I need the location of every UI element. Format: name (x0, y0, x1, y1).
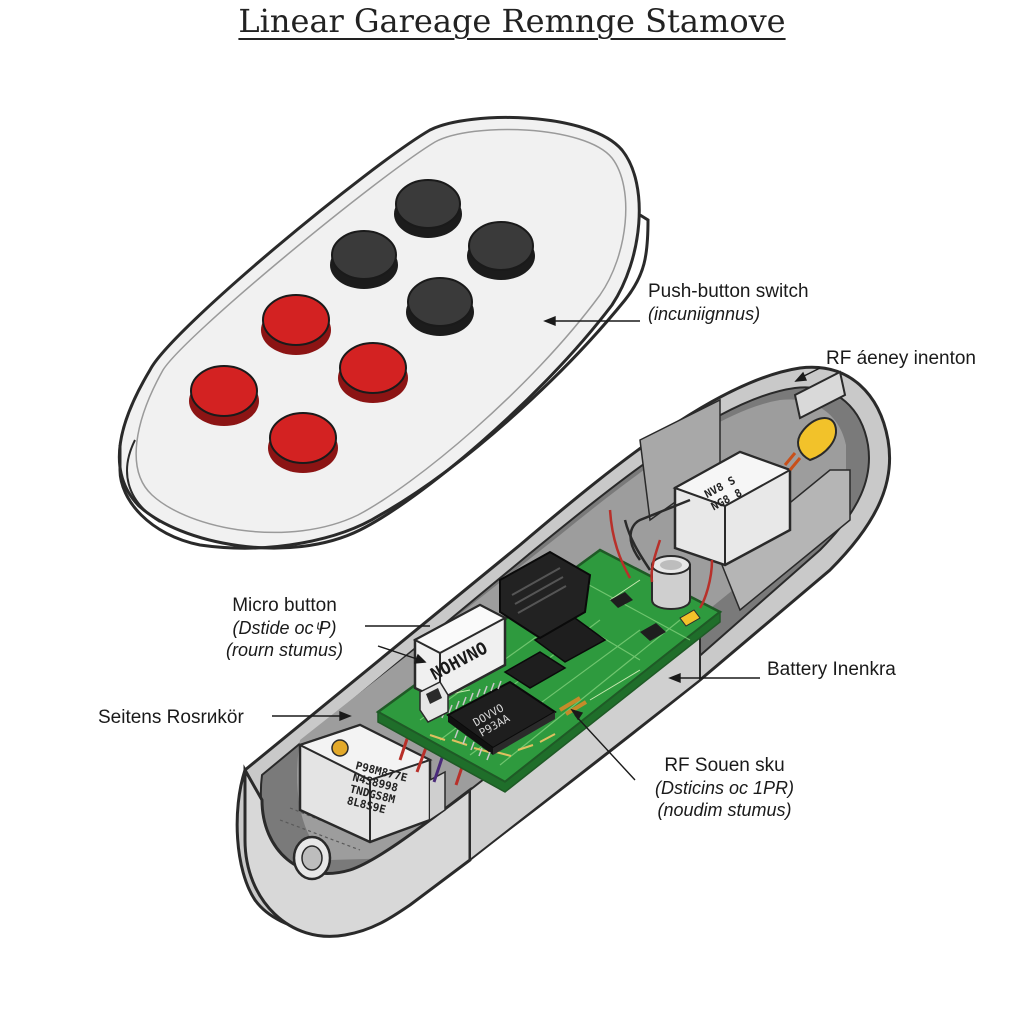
red-button (189, 365, 259, 426)
dark-button (330, 230, 398, 289)
rf-module: NV8 SNG8 8 (608, 450, 793, 609)
red-button (261, 294, 331, 355)
relay-component: NOHVNO (412, 603, 508, 702)
label-push-button-switch: Push-button switch (incuniignnus) (648, 281, 809, 324)
label-seitens: Seitens Rosrиkör (98, 707, 244, 728)
red-button (338, 342, 408, 403)
label-rf-sounder: RF Souen sku (Dsticins oc 1PR) (noudim s… (655, 755, 795, 820)
label-rf-antenna: RF áeney inenton (826, 348, 976, 369)
antenna-icon (783, 370, 847, 471)
remote-top-shell-icon (117, 115, 650, 550)
dark-button (467, 221, 535, 280)
diagram-title: Linear Gareage Remnge Stamove (238, 2, 786, 40)
leader-lines (272, 315, 821, 781)
battery-icon: P98M877EN4S8998TNDGS8M8L8S9E (297, 723, 446, 844)
label-battery: Battery Inenkra (767, 659, 896, 680)
capacitor (651, 555, 691, 610)
circuit-board-icon: DOVVOP93AA NOHVNO (375, 548, 723, 793)
red-button (268, 412, 338, 473)
dark-button (394, 179, 462, 238)
dark-button (406, 277, 474, 336)
label-micro-button: Micro button (Dstide oc ͧP) (rourn stumu… (226, 595, 344, 660)
